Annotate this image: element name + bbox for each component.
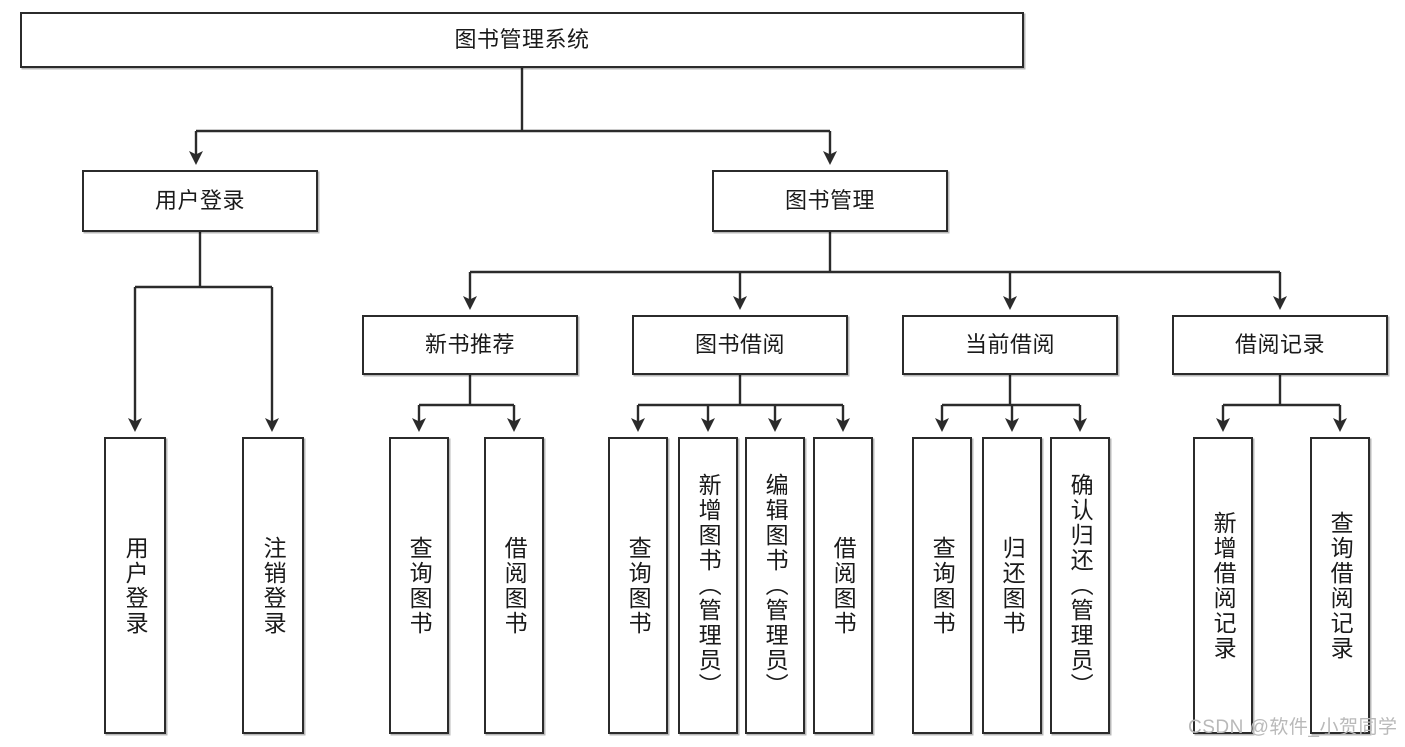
node-leaf-cur-return-book[interactable]: 归还图书 bbox=[982, 437, 1042, 734]
node-user-login-label: 用户登录 bbox=[154, 187, 245, 213]
node-leaf-borrow-borrow-book[interactable]: 借阅图书 bbox=[813, 437, 873, 734]
node-leaf-rec-borrow-book[interactable]: 借阅图书 bbox=[484, 437, 544, 734]
node-leaf-borrow-query-book-label: 查询图书 bbox=[625, 535, 652, 636]
node-book-manage-label: 图书管理 bbox=[784, 187, 875, 213]
node-leaf-borrow-query-book[interactable]: 查询图书 bbox=[608, 437, 668, 734]
node-leaf-cur-confirm-return[interactable]: 确认归还（管理员） bbox=[1050, 437, 1110, 734]
node-root[interactable]: 图书管理系统 bbox=[20, 12, 1024, 68]
node-leaf-borrow-edit-book[interactable]: 编辑图书（管理员） bbox=[745, 437, 805, 734]
node-leaf-rec-add-record[interactable]: 新增借阅记录 bbox=[1193, 437, 1253, 734]
node-leaf-cur-return-book-label: 归还图书 bbox=[999, 535, 1026, 636]
node-book-borrow-label: 图书借阅 bbox=[694, 331, 785, 357]
node-leaf-borrow-borrow-book-label: 借阅图书 bbox=[830, 535, 857, 636]
watermark-text: CSDN @软件_小贺同学 bbox=[1188, 717, 1398, 738]
node-leaf-rec-add-record-label: 新增借阅记录 bbox=[1210, 510, 1237, 661]
node-leaf-borrow-edit-book-label: 编辑图书（管理员） bbox=[762, 473, 789, 698]
node-leaf-rec-query-book[interactable]: 查询图书 bbox=[389, 437, 449, 734]
node-leaf-borrow-add-book[interactable]: 新增图书（管理员） bbox=[678, 437, 738, 734]
node-leaf-rec-query-book-label: 查询图书 bbox=[406, 535, 433, 636]
node-leaf-user-logout[interactable]: 注销登录 bbox=[242, 437, 304, 734]
node-new-book-recommend[interactable]: 新书推荐 bbox=[362, 315, 578, 375]
node-borrow-record-label: 借阅记录 bbox=[1234, 331, 1325, 357]
node-leaf-cur-confirm-return-label: 确认归还（管理员） bbox=[1067, 473, 1094, 698]
node-leaf-cur-query-book-label: 查询图书 bbox=[929, 535, 956, 636]
node-leaf-rec-query-record[interactable]: 查询借阅记录 bbox=[1310, 437, 1370, 734]
node-book-manage[interactable]: 图书管理 bbox=[712, 170, 948, 232]
node-leaf-user-logout-label: 注销登录 bbox=[260, 535, 287, 636]
node-current-borrow[interactable]: 当前借阅 bbox=[902, 315, 1118, 375]
node-borrow-record[interactable]: 借阅记录 bbox=[1172, 315, 1388, 375]
node-leaf-rec-query-record-label: 查询借阅记录 bbox=[1327, 510, 1354, 661]
node-leaf-user-login-label: 用户登录 bbox=[122, 535, 149, 636]
node-leaf-user-login[interactable]: 用户登录 bbox=[104, 437, 166, 734]
node-leaf-rec-borrow-book-label: 借阅图书 bbox=[501, 535, 528, 636]
node-leaf-borrow-add-book-label: 新增图书（管理员） bbox=[695, 473, 722, 698]
node-current-borrow-label: 当前借阅 bbox=[964, 331, 1055, 357]
node-user-login[interactable]: 用户登录 bbox=[82, 170, 318, 232]
node-book-borrow[interactable]: 图书借阅 bbox=[632, 315, 848, 375]
node-root-label: 图书管理系统 bbox=[454, 26, 590, 52]
node-new-book-recommend-label: 新书推荐 bbox=[424, 331, 515, 357]
node-leaf-cur-query-book[interactable]: 查询图书 bbox=[912, 437, 972, 734]
